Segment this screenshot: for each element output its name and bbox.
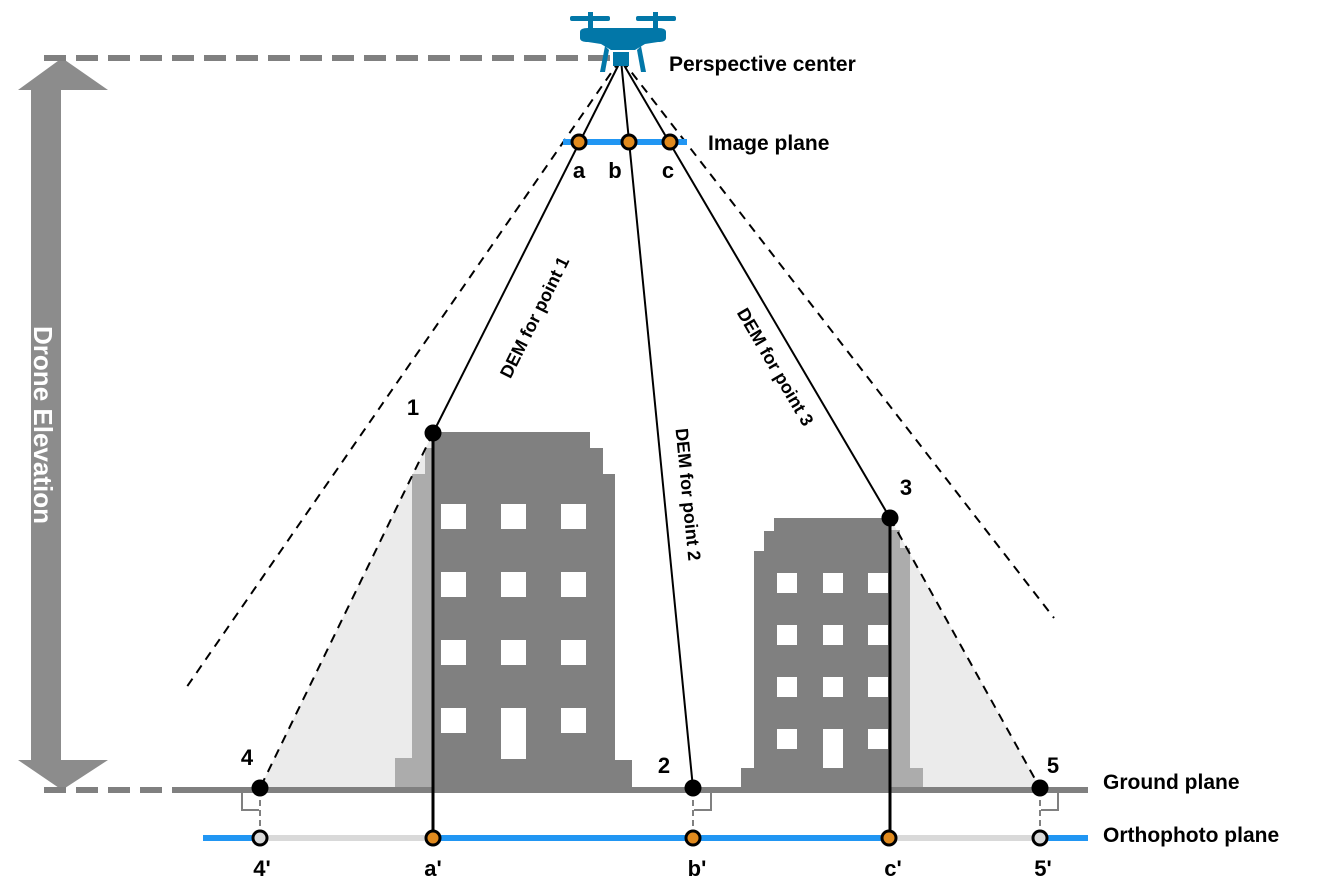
drone-elevation-arrow: Drone Elevation [18, 58, 108, 790]
drone-elevation-label: Drone Elevation [28, 326, 58, 524]
image-point-a-label: a [573, 158, 586, 183]
ground-point-3 [881, 509, 899, 527]
ortho-point-4-prime-label: 4' [253, 856, 270, 881]
building-1-windows [441, 504, 586, 759]
dem-point-1-label: DEM for point 1 [496, 253, 573, 381]
ground-point-2 [684, 779, 702, 797]
ray-point-3 [620, 59, 891, 519]
perspective-center-label: Perspective center [669, 53, 856, 76]
dem-point-2-label: DEM for point 2 [672, 427, 705, 561]
building-1 [395, 432, 632, 788]
image-point-b-label: b [608, 158, 621, 183]
building-2-windows [777, 573, 888, 768]
drone-icon [570, 12, 676, 72]
ortho-point-a-prime-label: a' [424, 856, 441, 881]
building-2 [741, 518, 923, 788]
ortho-point-b-prime-label: b' [688, 856, 707, 881]
occlusion-ray-left [259, 432, 434, 789]
image-point-c [661, 133, 679, 151]
ground-point-5-label: 5 [1047, 753, 1059, 778]
ground-point-2-label: 2 [658, 753, 670, 778]
right-angle-marker-4 [241, 793, 259, 811]
orthophoto-plane-label: Orthophoto plane [1103, 824, 1279, 847]
image-point-b [620, 133, 638, 151]
ray-point-2 [620, 59, 694, 789]
ortho-point-5-prime-label: 5' [1034, 856, 1051, 881]
ground-point-3-label: 3 [900, 475, 912, 500]
ground-point-1 [424, 424, 442, 442]
ground-plane-label: Ground plane [1103, 771, 1240, 794]
ray-point-1 [432, 59, 622, 434]
ground-point-4 [251, 779, 269, 797]
ortho-point-4-prime [251, 829, 269, 847]
image-plane-label: Image plane [708, 132, 829, 155]
ground-point-4-label: 4 [241, 745, 254, 770]
image-point-c-label: c [662, 158, 674, 183]
occlusion-ray-right [889, 517, 1041, 789]
ortho-point-c-prime-label: c' [884, 856, 901, 881]
ortho-point-b-prime [684, 829, 702, 847]
ground-point-5 [1031, 779, 1049, 797]
ground-point-1-label: 1 [407, 395, 419, 420]
ortho-point-c-prime [880, 829, 898, 847]
right-angle-marker-2 [694, 793, 712, 811]
fov-right-dashed-line [621, 59, 1055, 619]
right-angle-marker-5 [1041, 793, 1059, 811]
image-point-a [570, 133, 588, 151]
ortho-point-5-prime [1031, 829, 1049, 847]
ortho-point-a-prime [424, 829, 442, 847]
